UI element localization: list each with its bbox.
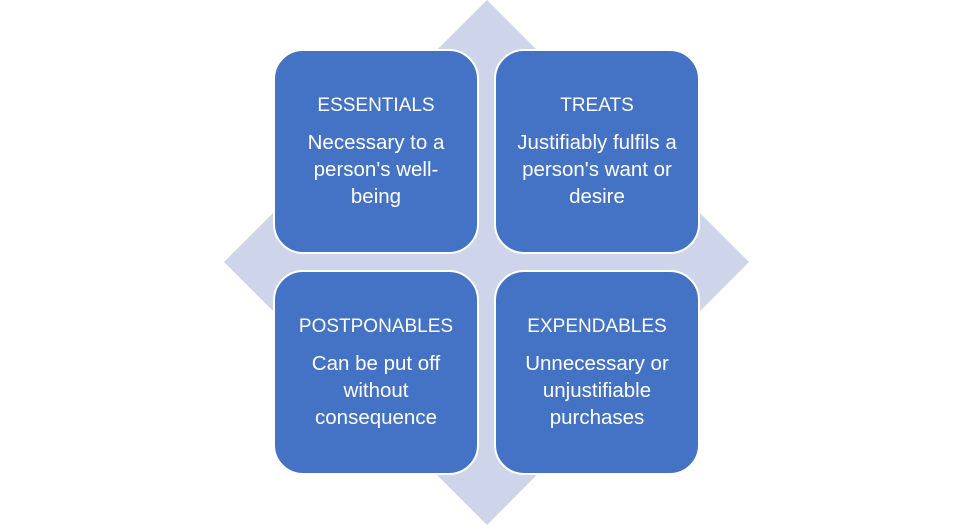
quadrant-essentials: ESSENTIALS Necessary to a person's well-… [273,49,479,254]
quadrant-description: Justifiably fulfils a person's want or d… [517,131,677,208]
quadrant-title: POSTPONABLES [298,316,454,337]
quadrant-title: ESSENTIALS [317,95,435,116]
quadrant-description: Unnecessary or unjustifiable purchases [525,352,669,429]
quadrant-description: Can be put off without consequence [311,352,441,429]
quadrant-title: EXPENDABLES [527,316,667,337]
quadrant-description: Necessary to a person's well-being [307,131,445,208]
quadrant-postponables: POSTPONABLES Can be put off without cons… [273,270,479,475]
quadrant-title: TREATS [560,95,634,116]
quadrant-treats: TREATS Justifiably fulfils a person's wa… [494,49,700,254]
quadrant-expendables: EXPENDABLES Unnecessary or unjustifiable… [494,270,700,475]
